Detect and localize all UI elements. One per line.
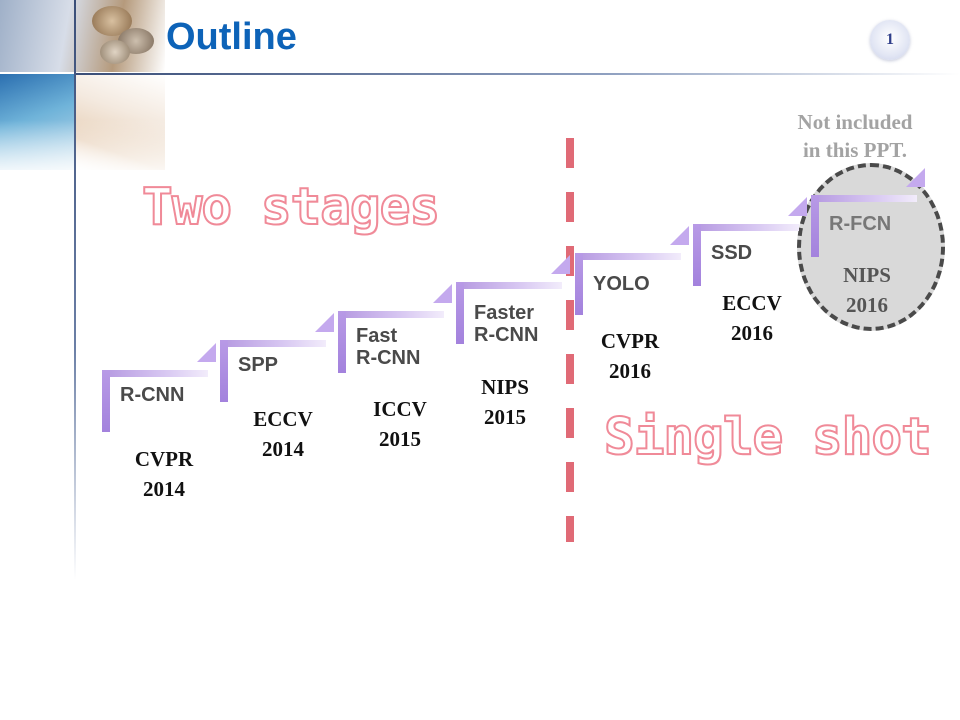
venue-name: ICCV xyxy=(373,397,427,421)
venue-faster-rcnn: NIPS 2015 xyxy=(460,372,550,432)
step-yolo: YOLO xyxy=(575,226,689,323)
venue-ssd: ECCV 2016 xyxy=(707,288,797,348)
step-name: YOLO xyxy=(593,273,650,295)
venue-fast-rcnn: ICCV 2015 xyxy=(355,394,445,454)
excluded-method-circle xyxy=(797,163,945,331)
venue-spp: ECCV 2014 xyxy=(238,404,328,464)
step-name: Fast R-CNN xyxy=(356,325,421,369)
venue-year: 2016 xyxy=(609,359,651,383)
step-name: SPP xyxy=(238,354,279,376)
venue-year: 2016 xyxy=(846,293,888,317)
venue-rfcn: NIPS 2016 xyxy=(822,260,912,320)
venue-yolo: CVPR 2016 xyxy=(585,326,675,386)
step-rfcn: R-FCN xyxy=(811,168,925,265)
step-ssd: SSD xyxy=(693,197,807,294)
step-faster-rcnn: Faster R-CNN xyxy=(456,255,570,352)
step-name: R-CNN xyxy=(120,384,185,406)
note-line-1: Not included xyxy=(797,110,913,134)
venue-year: 2015 xyxy=(484,405,526,429)
venue-year: 2014 xyxy=(262,437,304,461)
venue-rcnn: CVPR 2014 xyxy=(119,444,209,504)
venue-year: 2015 xyxy=(379,427,421,451)
not-included-note: Not included in this PPT. xyxy=(770,108,940,164)
step-spp: SPP xyxy=(220,313,334,410)
note-line-2: in this PPT. xyxy=(802,138,908,162)
header-decoration-image xyxy=(0,0,165,180)
two-stages-label: Two stages xyxy=(141,177,441,238)
page-number-badge: 1 xyxy=(870,20,910,60)
step-name: R-FCN xyxy=(829,213,892,235)
venue-name: NIPS xyxy=(843,263,891,287)
step-name: Faster R-CNN xyxy=(474,302,539,346)
venue-name: NIPS xyxy=(481,375,529,399)
step-name: SSD xyxy=(711,242,753,264)
header-rule xyxy=(76,73,960,75)
left-rule xyxy=(74,0,76,580)
stage-divider xyxy=(566,138,574,542)
venue-year: 2014 xyxy=(143,477,185,501)
venue-name: CVPR xyxy=(600,329,660,353)
venue-year: 2016 xyxy=(731,321,773,345)
slide-title: Outline xyxy=(166,16,297,58)
single-shot-label: Single shot xyxy=(603,407,933,468)
venue-name: CVPR xyxy=(134,447,194,471)
venue-name: ECCV xyxy=(253,407,313,431)
venue-name: ECCV xyxy=(722,291,782,315)
step-fast-rcnn: Fast R-CNN xyxy=(338,284,452,381)
step-rcnn: R-CNN xyxy=(102,343,216,440)
